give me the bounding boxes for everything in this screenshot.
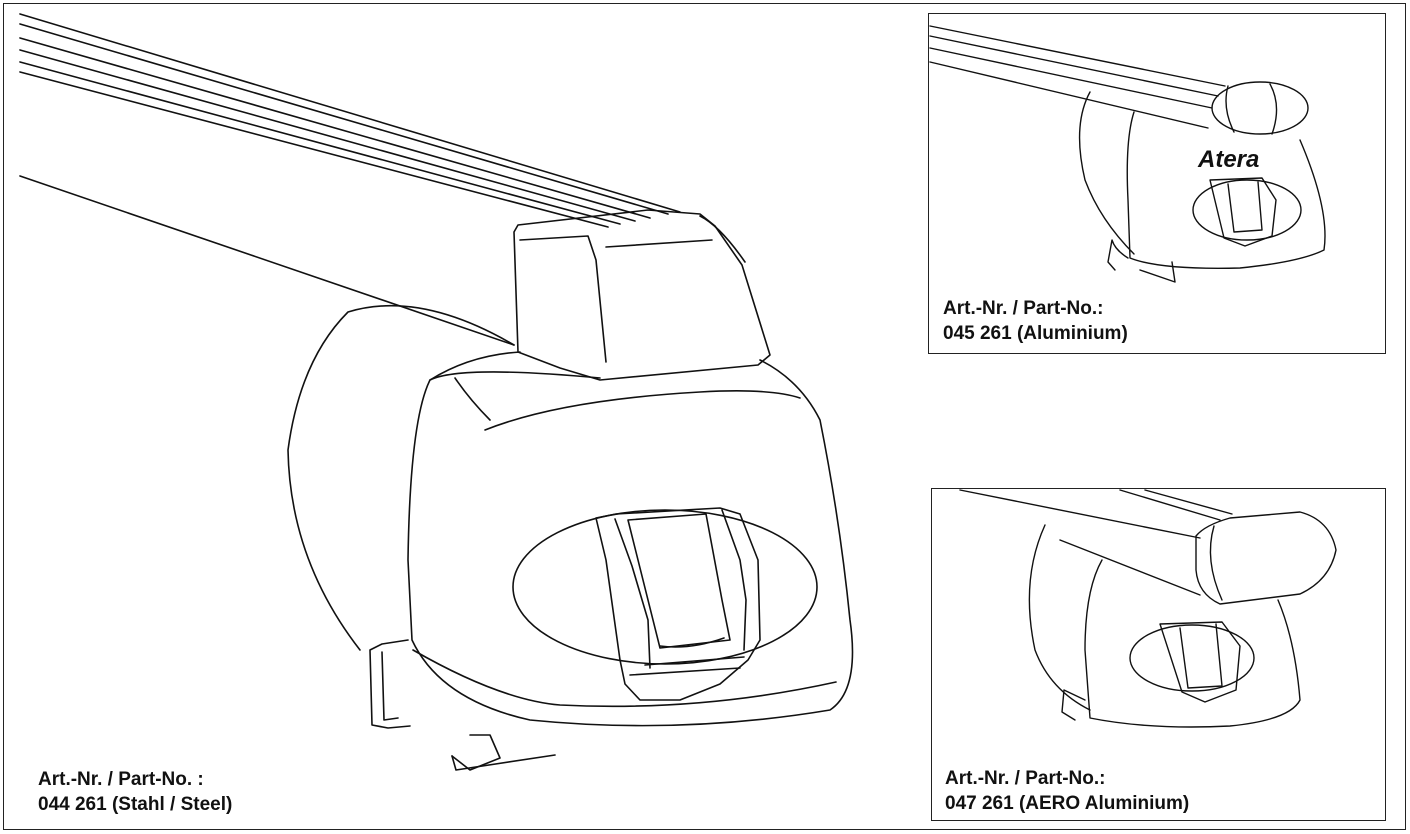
aluminium-release-handle	[1192, 177, 1302, 247]
drawing-frame	[3, 3, 1406, 830]
inset-aluminium	[928, 13, 1386, 354]
steel-bar	[19, 13, 681, 346]
aero-bar	[959, 489, 1337, 605]
aero-part-caption: Art.-Nr. / Part-No.: 047 261 (AERO Alumi…	[945, 766, 1189, 816]
inset-aero-aluminium	[931, 488, 1386, 821]
aluminium-part-caption: Art.-Nr. / Part-No.: 045 261 (Aluminium)	[943, 296, 1128, 346]
aluminium-part-label: Art.-Nr. / Part-No.:	[943, 298, 1104, 319]
aluminium-part-number: 045 261 (Aluminium)	[943, 323, 1128, 344]
release-handle	[512, 507, 818, 701]
foot-body	[287, 304, 854, 727]
aero-part-label: Art.-Nr. / Part-No.:	[945, 768, 1106, 789]
clamp-bracket	[369, 639, 556, 771]
atera-logo: Atera	[1197, 146, 1259, 173]
aluminium-bar	[929, 25, 1309, 135]
aluminium-foot-body	[1078, 91, 1326, 283]
aero-foot-body	[1028, 524, 1301, 728]
main-part-number: 044 261 (Stahl / Steel)	[38, 794, 233, 815]
bar-end-cap	[513, 209, 771, 381]
main-part-caption: Art.-Nr. / Part-No. : 044 261 (Stahl / S…	[38, 767, 232, 817]
aero-release-handle	[1129, 621, 1255, 703]
aero-part-number: 047 261 (AERO Aluminium)	[945, 793, 1190, 814]
main-part-label: Art.-Nr. / Part-No. :	[38, 769, 204, 790]
